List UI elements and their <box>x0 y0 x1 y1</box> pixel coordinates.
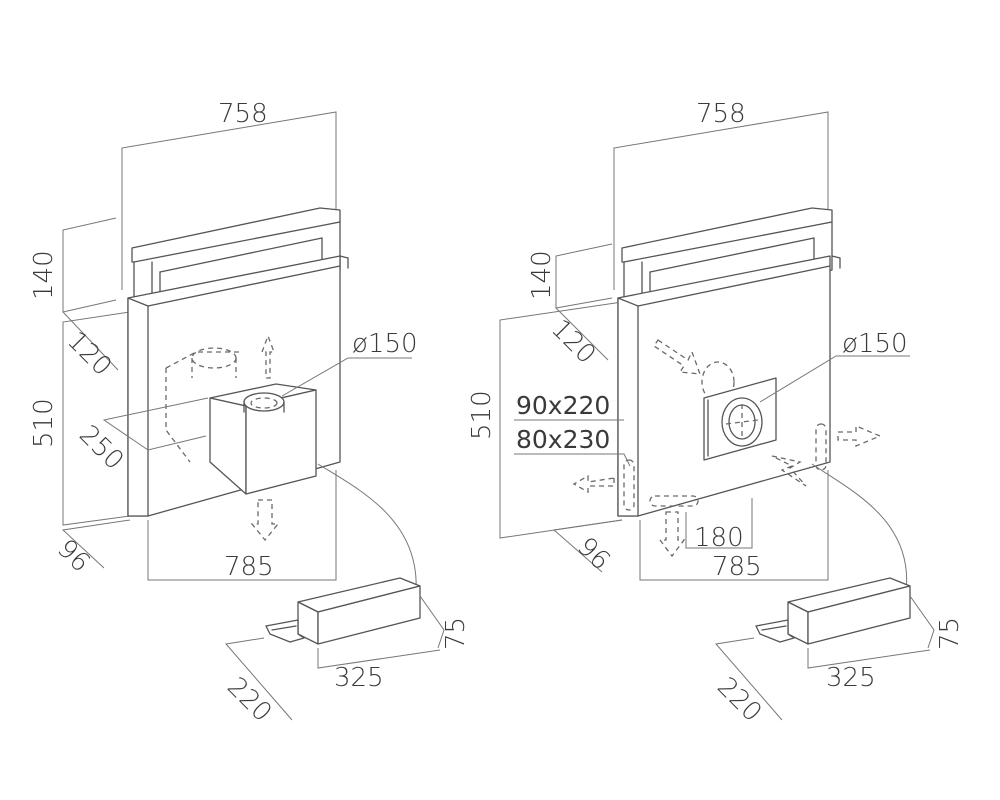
left-height-body-dimension-line <box>62 311 131 526</box>
right-remote-height-dimension-line <box>909 595 935 649</box>
left-glass-slot <box>159 237 323 273</box>
left-cable <box>317 463 417 593</box>
right-glass-slot <box>649 237 815 273</box>
right-duct-offset-label: 180 <box>694 523 744 553</box>
right-right-arrow-icon <box>837 425 882 447</box>
left-motor-outlet <box>243 392 285 412</box>
right-depth-top-dimension-line <box>555 307 609 361</box>
left-remote-depth-label: 220 <box>221 672 277 728</box>
left-height-body-label: 510 <box>29 398 59 448</box>
right-depth-bottom-label: 96 <box>571 532 616 577</box>
right-width-bottom-label: 785 <box>712 552 762 582</box>
right-body-top-edge <box>637 265 831 307</box>
left-depth-bottom-dimension-line <box>61 519 131 569</box>
right-view: 758 140 120 510 ø150 <box>467 99 965 728</box>
left-remote-motor-spigot <box>265 619 305 643</box>
right-duct-b-leader <box>514 453 631 467</box>
left-glass-clip <box>339 255 349 259</box>
right-hood-body-side <box>617 297 639 517</box>
right-back-duct-slot <box>815 423 827 471</box>
left-dashed-duct-box <box>165 368 191 463</box>
right-duct-a-label: 90x220 <box>516 391 610 420</box>
right-hood-body <box>617 255 831 517</box>
right-side-duct-slot <box>623 459 635 511</box>
right-depth-top-label: 120 <box>545 314 601 370</box>
right-outlet-diameter-leader <box>759 355 910 403</box>
right-remote-height-label: 75 <box>935 617 965 650</box>
right-remote-depth-label: 220 <box>711 672 767 728</box>
left-width-top-label: 758 <box>218 99 268 129</box>
left-motor-front <box>245 389 317 495</box>
left-depth-top-dimension-line <box>62 311 119 371</box>
right-remote-motor-front <box>807 585 911 645</box>
left-spigot-line <box>271 625 297 631</box>
right-down-arrow-icon <box>658 511 686 558</box>
left-outlet-inner <box>250 397 278 409</box>
right-power-marker-icon <box>771 455 807 487</box>
right-glass-clip <box>831 255 841 259</box>
left-remote-length-label: 325 <box>334 663 384 693</box>
left-outlet-diameter-leader <box>281 357 412 397</box>
right-remote-length-label: 325 <box>826 663 876 693</box>
right-width-top-label: 758 <box>696 99 746 129</box>
right-height-body-label: 510 <box>467 390 497 440</box>
left-remote-length-dimension-line <box>317 648 441 669</box>
right-width-bottom-dimension-line <box>639 470 829 581</box>
right-remote-length-dimension-line <box>807 648 931 669</box>
right-height-top-label: 140 <box>527 250 557 300</box>
left-outlet-diameter-label: ø150 <box>352 329 418 359</box>
right-height-top-dimension-line <box>555 243 613 309</box>
right-duct-b-label: 80x230 <box>516 425 610 454</box>
left-width-bottom-label: 785 <box>224 552 274 582</box>
left-width-top-dimension-line <box>121 111 337 290</box>
left-hood-body-side <box>127 297 149 517</box>
left-view: 758 140 120 510 <box>29 99 471 728</box>
left-body-top-edge <box>147 265 341 307</box>
right-cable <box>811 463 908 593</box>
left-remote-motor-front <box>317 585 421 645</box>
right-outlet-diameter-label: ø150 <box>842 329 908 359</box>
left-height-top-label: 140 <box>29 250 59 300</box>
left-down-arrow-icon <box>250 499 280 542</box>
right-spigot-line <box>761 625 787 631</box>
left-depth-top-label: 120 <box>61 326 117 382</box>
left-motor-offset-label: 250 <box>73 420 129 476</box>
left-dashed-duct-box-top <box>165 351 240 369</box>
right-duct-offset-dimension-line <box>685 498 753 549</box>
left-height-top-dimension-line <box>62 217 117 313</box>
left-remote-height-dimension-line <box>419 595 445 649</box>
right-remote-depth-dimension-line <box>715 637 783 721</box>
right-remote-motor-spigot <box>755 619 795 643</box>
right-bottom-duct-slot <box>649 495 699 507</box>
left-width-bottom-dimension-line <box>147 470 337 581</box>
left-remote-depth-dimension-line <box>225 637 293 721</box>
right-diagonal-arrow-icon <box>653 339 701 375</box>
right-left-arrow-icon <box>572 474 615 494</box>
left-up-arrow-icon <box>261 334 275 379</box>
left-motor-offset-dimension-line <box>102 397 209 451</box>
left-depth-bottom-label: 96 <box>51 534 96 579</box>
right-depth-bottom-dimension-line <box>552 519 623 573</box>
right-width-top-dimension-line <box>613 111 829 290</box>
left-remote-height-label: 75 <box>441 617 471 650</box>
